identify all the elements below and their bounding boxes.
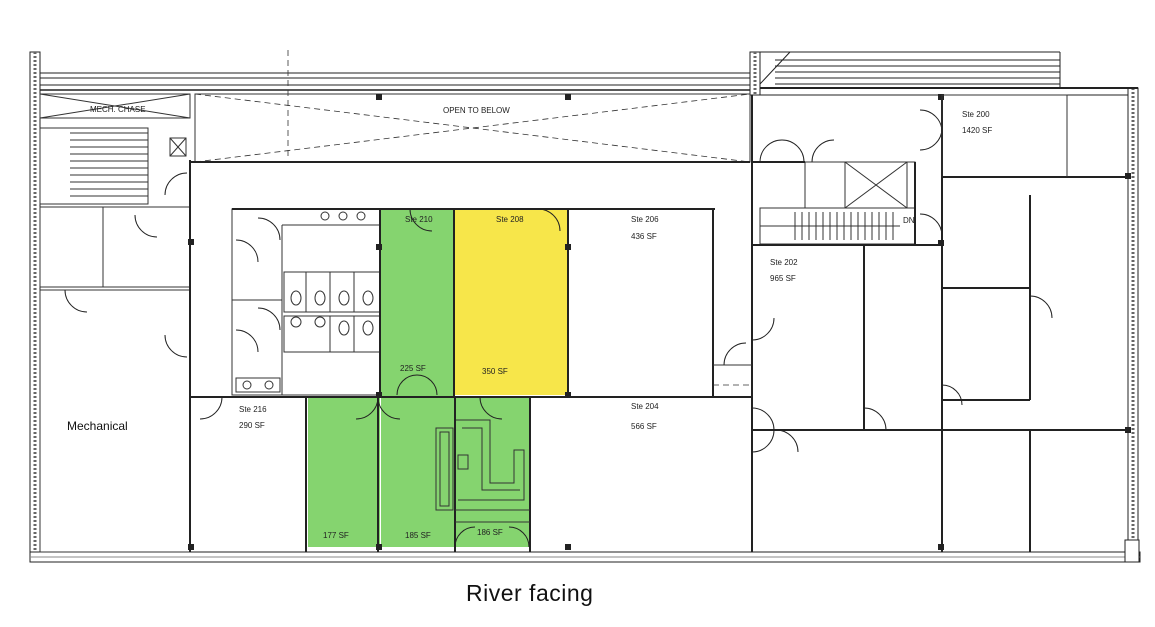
right-suites [751,94,1140,563]
mech-chase-label: MECH. CHASE [90,105,146,114]
unit-186-area: 186 SF [477,528,503,537]
unit-185-area: 185 SF [405,531,431,540]
dn-label: DN [903,216,915,225]
ste-206-name: Ste 206 [631,215,659,224]
ste-202-area: 965 SF [770,274,796,283]
ste-200-area: 1420 SF [962,126,992,135]
unit-177-area: 177 SF [323,531,349,540]
exterior-walls [29,51,1141,563]
river-facing-caption: River facing [466,580,593,606]
open-to-below-label: OPEN TO BELOW [443,106,510,115]
ste-210-fill [381,209,454,547]
mechanical-label: Mechanical [67,419,128,433]
ste-208-area: 350 SF [482,367,508,376]
ste-200-name: Ste 200 [962,110,990,119]
ste-204-area: 566 SF [631,422,657,431]
left-rooms [39,206,191,553]
ste-216-name: Ste 216 [239,405,267,414]
corridor-walls [189,95,753,552]
center-suites [188,208,775,398]
left-stair [39,127,188,205]
restrooms [231,208,381,396]
ste-208-fill [455,209,568,395]
unit-177-fill [308,397,380,547]
ste-208-name: Ste 208 [496,215,524,224]
lower-suites [188,396,944,552]
ste-204-name: Ste 204 [631,402,659,411]
ste-206-area: 436 SF [631,232,657,241]
ste-210-name: Ste 210 [405,215,433,224]
ste-216-area: 290 SF [239,421,265,430]
ste-202-name: Ste 202 [770,258,798,267]
ste-210-area: 225 SF [400,364,426,373]
